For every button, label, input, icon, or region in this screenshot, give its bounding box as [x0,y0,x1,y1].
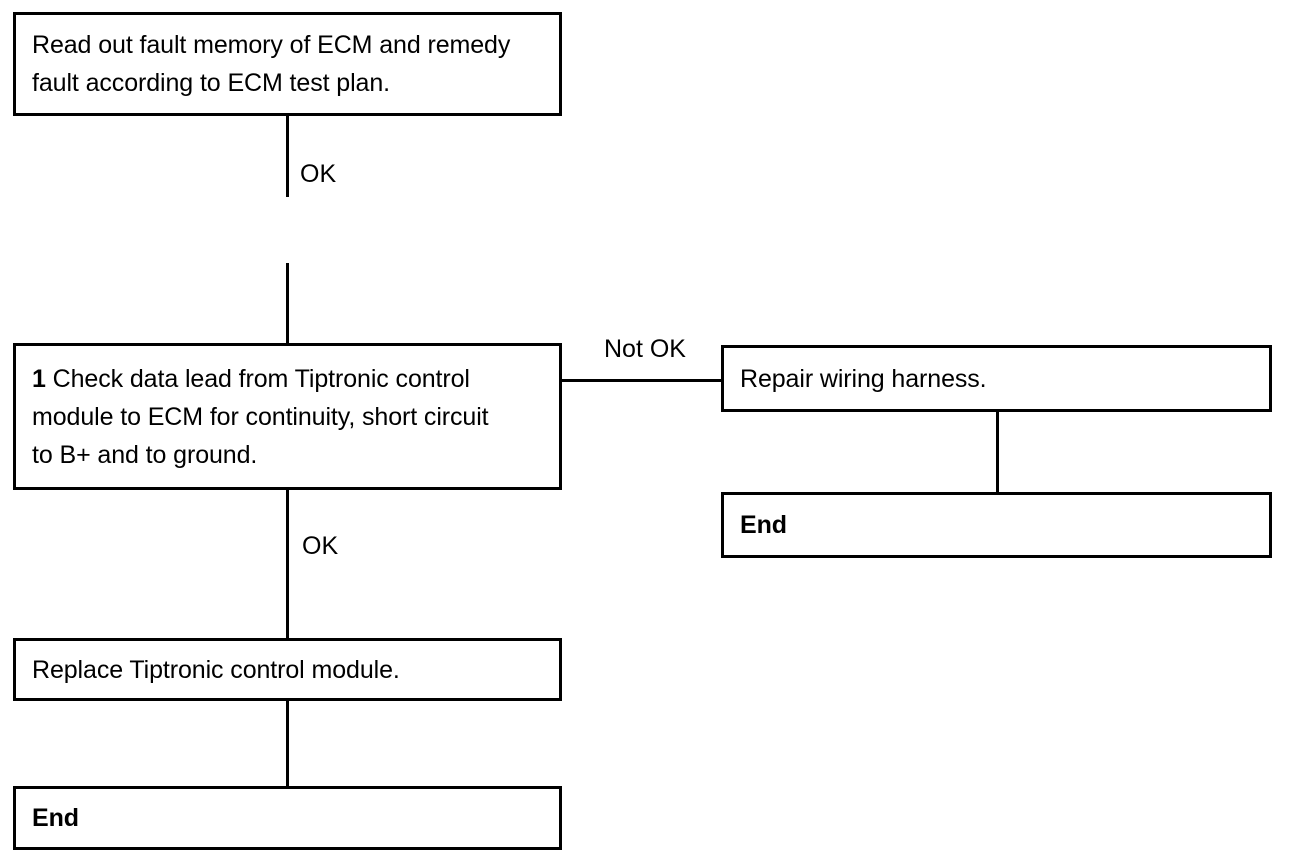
node-end-bottom-text: End [32,804,79,832]
connector-read-fault-to-ok-upper [286,116,289,197]
node-check-data-lead-body: Check data lead from Tiptronic control m… [32,364,489,469]
node-read-fault-memory[interactable]: Read out fault memory of ECM and remedy … [13,12,562,116]
connector-ok-to-check-data-lead [286,263,289,344]
node-repair-wiring-harness[interactable]: Repair wiring harness. [721,345,1272,412]
connector-check-data-lead-to-replace [286,490,289,638]
connector-repair-to-end-right [996,412,999,492]
node-replace-tiptronic-module[interactable]: Replace Tiptronic control module. [13,638,562,701]
node-replace-tiptronic-module-text: Replace Tiptronic control module. [32,655,400,684]
connector-replace-to-end-bottom [286,701,289,787]
edge-label-ok-bottom: OK [302,532,339,560]
edge-label-ok-top: OK [300,160,337,188]
node-check-data-lead-step-number: 1 [32,364,53,393]
edge-label-not-ok: Not OK [604,335,686,363]
node-repair-wiring-harness-text: Repair wiring harness. [740,364,987,393]
node-end-bottom[interactable]: End [13,786,562,850]
node-check-data-lead[interactable]: 1 Check data lead from Tiptronic control… [13,343,562,490]
node-end-right-text: End [740,511,787,539]
connector-check-data-lead-to-repair [562,379,722,382]
node-check-data-lead-text: 1 Check data lead from Tiptronic control… [16,360,559,474]
node-read-fault-memory-text: Read out fault memory of ECM and remedy … [32,31,511,97]
node-end-right[interactable]: End [721,492,1272,558]
